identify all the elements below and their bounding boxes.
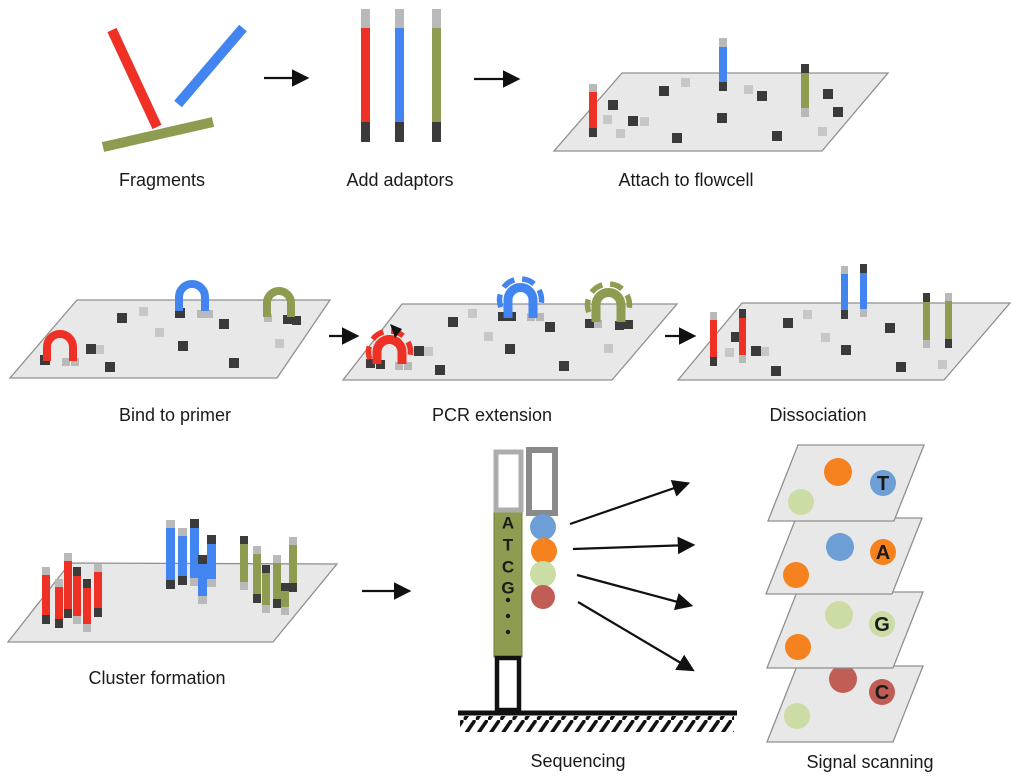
anchor-primer-rect: [494, 655, 522, 713]
fragment-olive: [101, 117, 215, 152]
adaptor-bar-blue: [395, 9, 404, 142]
adaptor-bar-olive: [432, 9, 441, 142]
surface-probes-3: [414, 309, 613, 375]
base-call-letter-a: A: [876, 542, 890, 564]
attach-to-flowcell-label: Attach to flowcell: [618, 170, 753, 190]
scan-spot-brick: [829, 665, 857, 693]
signal-arrow-4: [577, 601, 695, 672]
scan-plate-4: C: [766, 665, 924, 743]
ground-hatching: [460, 716, 734, 732]
signal-arrow-3: [576, 573, 694, 611]
surface-probes-2: [86, 307, 284, 372]
surface-probes-4: [725, 310, 947, 376]
fragments-label: Fragments: [119, 170, 205, 190]
base-call-circle-c: [869, 679, 895, 705]
signal-arrow-2: [572, 536, 696, 555]
base-call-letter-t: T: [877, 473, 889, 495]
bridge-olive: [263, 287, 301, 325]
base-call-circle-a: [870, 539, 896, 565]
signal-arrow-1: [569, 479, 691, 526]
incorporated-nucleotides: [530, 514, 557, 609]
bridge-blue: [175, 280, 213, 318]
scan-spot-orange: [783, 562, 809, 588]
nucleotide-brick-circle: [531, 585, 555, 609]
template-ellipsis-dots: [505, 597, 511, 635]
cluster-red: [42, 553, 102, 632]
scan-plate-1: T: [767, 444, 925, 522]
scan-plate-3: G: [766, 591, 924, 669]
dissociated-strands-olive: [923, 293, 952, 348]
panel-bind-to-primer: Bind to primer: [8, 280, 332, 425]
flowcell-surface-2: [8, 299, 332, 379]
fragment-blue: [174, 24, 247, 108]
fragment-red: [107, 27, 162, 130]
template-base-t: T: [503, 536, 514, 555]
cluster-blue: [166, 519, 216, 604]
pcr-bridge-olive: [584, 281, 633, 330]
signal-emission-arrows: [569, 479, 696, 672]
nucleotide-blue-circle: [530, 514, 556, 540]
sequencing-label: Sequencing: [530, 751, 625, 771]
panel-add-adaptors: Add adaptors: [346, 9, 454, 190]
dissociated-strands-red: [710, 309, 746, 366]
panel-sequencing: A T C G Sequencing: [458, 447, 737, 771]
bind-to-primer-label: Bind to primer: [119, 405, 231, 425]
attached-strand-blue: [719, 38, 727, 91]
scan-spot-orange: [824, 458, 852, 486]
scan-spot-orange: [785, 634, 811, 660]
extension-direction-mark: [390, 324, 402, 338]
template-base-a: A: [502, 514, 514, 533]
cluster-olive: [240, 536, 297, 615]
open-adaptor-right: [526, 447, 558, 516]
panel-pcr-extension: PCR extension: [341, 276, 679, 425]
panel-signal-scanning: C G A T Signal scanning: [765, 444, 934, 772]
base-call-circle-g: [869, 611, 895, 637]
add-adaptors-label: Add adaptors: [346, 170, 453, 190]
scan-spot-blue: [826, 533, 854, 561]
dissociation-label: Dissociation: [769, 405, 866, 425]
open-adaptor-left: [493, 449, 524, 513]
base-call-circle-t: [870, 470, 896, 496]
attached-strand-red: [589, 84, 597, 137]
surface-probes-1: [603, 78, 843, 143]
panel-cluster-formation: Cluster formation: [6, 519, 339, 688]
scan-spot-green: [784, 703, 810, 729]
adaptor-bar-red: [361, 9, 370, 142]
dissociated-strands-blue: [841, 264, 867, 319]
panel-fragments: Fragments: [101, 24, 247, 190]
template-base-g: G: [501, 579, 514, 598]
nucleotide-green-circle: [530, 561, 556, 587]
panel-dissociation: Dissociation: [676, 264, 1012, 425]
base-call-letter-g: G: [874, 614, 890, 636]
bridge-red: [40, 330, 79, 366]
base-call-letter-c: C: [875, 682, 889, 704]
attached-strand-olive: [801, 64, 809, 117]
pcr-bridge-red: [365, 324, 414, 370]
scan-spot-green: [825, 601, 853, 629]
scan-plate-2: A: [765, 517, 923, 595]
cluster-formation-label: Cluster formation: [88, 668, 225, 688]
signal-scanning-label: Signal scanning: [806, 752, 933, 772]
nucleotide-orange-circle: [531, 538, 557, 564]
pcr-extension-label: PCR extension: [432, 405, 552, 425]
template-base-c: C: [502, 558, 514, 577]
panel-attach-to-flowcell: Attach to flowcell: [552, 38, 890, 190]
pcr-bridge-blue: [496, 276, 545, 321]
scan-spot-green: [788, 489, 814, 515]
